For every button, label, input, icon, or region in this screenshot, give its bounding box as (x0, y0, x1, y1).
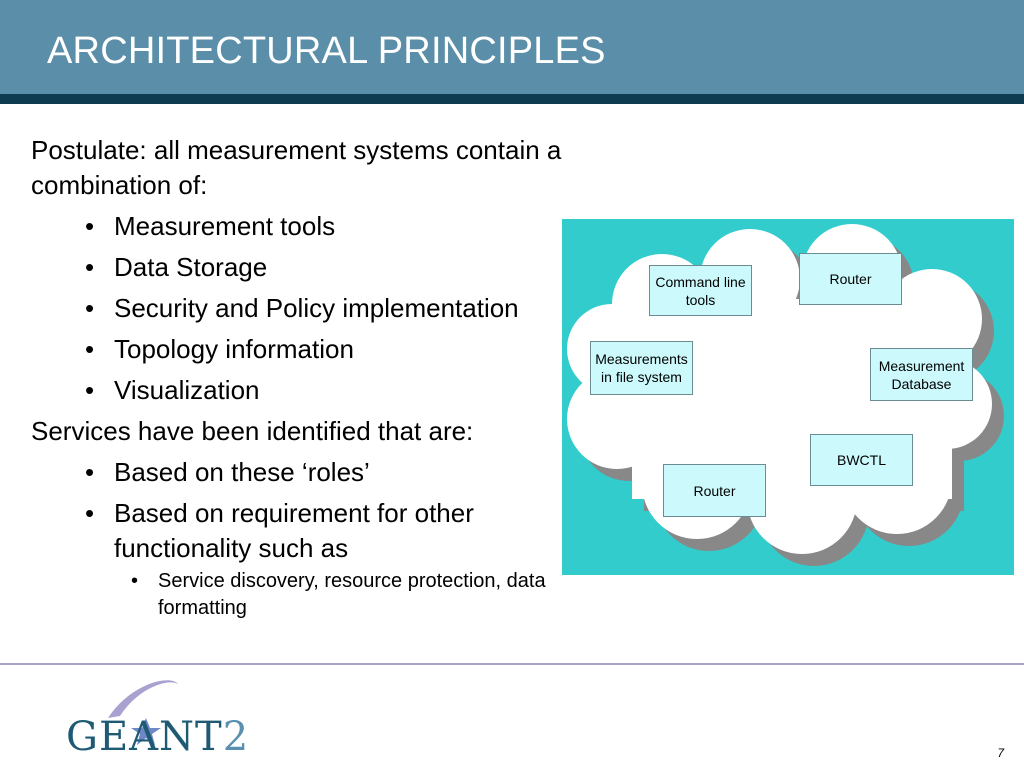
diagram-node-measurement-database: Measurement Database (870, 348, 973, 401)
footer-divider (0, 663, 1024, 665)
intro-text: Postulate: all measurement systems conta… (31, 135, 562, 200)
bullet-icon: • (85, 252, 95, 282)
page-number: 7 (997, 746, 1004, 760)
list-item: •Data Storage (31, 250, 571, 285)
architecture-diagram: Command line tools Router Measurements i… (562, 219, 1014, 575)
logo-text: GEANT2 (66, 714, 250, 760)
list-item: •Based on requirement for other function… (31, 496, 571, 622)
sub-list-item: •Service discovery, resource protection,… (131, 570, 546, 619)
title-underline-bar (0, 94, 1024, 104)
bullet-icon: • (85, 334, 95, 364)
sub-list: •Service discovery, resource protection,… (31, 568, 571, 622)
bullet-icon: • (131, 570, 139, 592)
list-item: •Visualization (31, 373, 571, 408)
list-item: •Topology information (31, 332, 571, 367)
list-item: •Measurement tools (31, 209, 571, 244)
logo-swoosh-icon (108, 680, 178, 745)
services-intro-text: Services have been identified that are: (31, 416, 474, 446)
bullet-icon: • (85, 375, 95, 405)
diagram-node-router-bottom: Router (663, 464, 766, 517)
diagram-node-bwctl: BWCTL (810, 434, 913, 486)
services-list: •Based on these ‘roles’ •Based on requir… (31, 455, 571, 622)
component-list: •Measurement tools •Data Storage •Securi… (31, 209, 571, 408)
bullet-icon: • (85, 293, 95, 323)
list-item: •Security and Policy implementation (31, 291, 571, 326)
diagram-node-command-line-tools: Command line tools (649, 265, 752, 316)
bullet-icon: • (85, 457, 95, 487)
slide-title: ARCHITECTURAL PRINCIPLES (47, 30, 606, 72)
diagram-node-router-top: Router (799, 253, 902, 305)
diagram-node-measurements-file-system: Measurements in file system (590, 341, 693, 395)
list-item: •Based on these ‘roles’ (31, 455, 571, 490)
title-banner: ARCHITECTURAL PRINCIPLES (0, 0, 1024, 94)
bullet-icon: • (85, 498, 95, 528)
bullet-icon: • (85, 211, 95, 241)
geant2-logo: GEANT2 (60, 676, 260, 760)
slide-body: Postulate: all measurement systems conta… (31, 130, 571, 628)
